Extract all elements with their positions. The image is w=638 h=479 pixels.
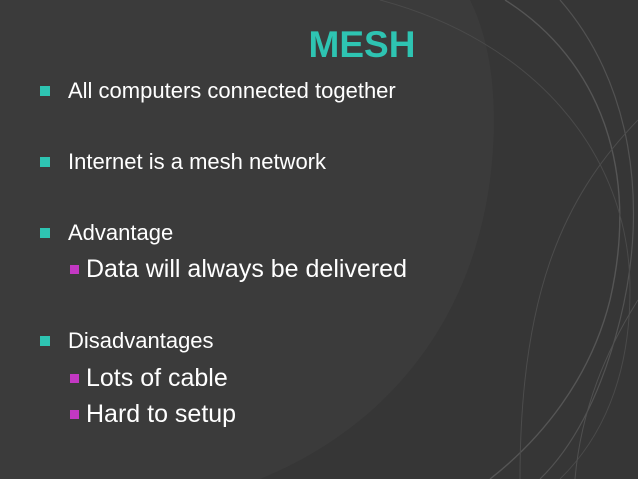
square-bullet-icon: [40, 336, 50, 346]
bullet-internet-mesh: Internet is a mesh network: [40, 147, 326, 177]
sub-bullet-data-delivered: Data will always be delivered: [70, 253, 407, 285]
sub-bullet-hard-to-setup: Hard to setup: [70, 398, 236, 430]
square-sub-bullet-icon: [70, 409, 79, 419]
sub-bullet-text: Data will always be delivered: [86, 254, 407, 283]
sub-bullet-lots-of-cable: Lots of cable: [70, 362, 228, 394]
bullet-text: Advantage: [68, 220, 174, 245]
bullet-disadvantages: Disadvantages: [40, 326, 214, 356]
bullet-text: Disadvantages: [68, 328, 214, 353]
bullet-text: All computers connected together: [68, 78, 396, 103]
bullet-advantage: Advantage: [40, 218, 173, 248]
square-bullet-icon: [40, 86, 50, 96]
sub-bullet-text: Lots of cable: [86, 363, 228, 392]
square-bullet-icon: [40, 157, 50, 167]
sub-bullet-text: Hard to setup: [86, 399, 237, 428]
square-bullet-icon: [40, 228, 50, 238]
slide-title: MESH: [308, 24, 416, 65]
square-sub-bullet-icon: [70, 373, 79, 383]
square-sub-bullet-icon: [70, 264, 79, 274]
bullet-text: Internet is a mesh network: [68, 149, 327, 174]
bullet-all-computers: All computers connected together: [40, 76, 396, 106]
